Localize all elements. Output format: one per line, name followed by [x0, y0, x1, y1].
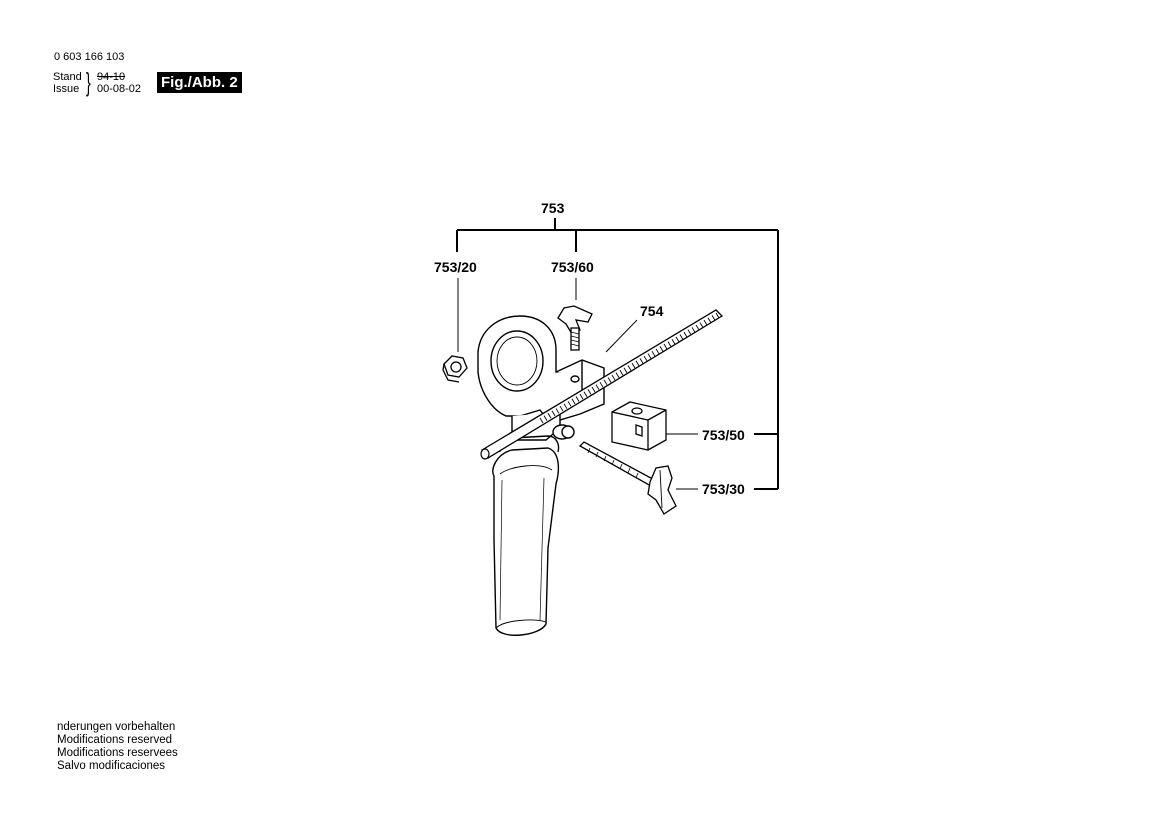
- threaded-rod-icon: [480, 309, 724, 460]
- callout-753-60: 753/60: [551, 259, 594, 275]
- hex-nut-icon: [442, 355, 468, 383]
- footer-note-en: Modifications reserved: [57, 734, 173, 746]
- callout-lines: [456, 218, 779, 490]
- part-number: 0 603 166 103: [54, 51, 125, 63]
- clamp-block-icon: [611, 401, 667, 451]
- callout-753-20: 753/20: [434, 259, 477, 275]
- side-handle-body: [477, 315, 605, 636]
- callout-753-50: 753/50: [702, 427, 745, 443]
- callout-753: 753: [541, 200, 565, 216]
- footer-note-de: nderungen vorbehalten: [57, 721, 176, 733]
- brace-icon: }: [86, 67, 91, 97]
- stand-value: 94-10: [97, 71, 126, 83]
- leader-lines: [457, 278, 698, 490]
- issue-value: 00-08-02: [97, 83, 142, 95]
- callout-753-30: 753/30: [702, 481, 745, 497]
- wing-bolt-icon: [557, 305, 593, 351]
- footer-note-fr: Modifications reservees: [57, 747, 178, 759]
- issue-label: Issue: [53, 83, 80, 95]
- callout-754: 754: [640, 303, 664, 319]
- wing-screw-icon: [578, 441, 677, 515]
- stand-label: Stand: [53, 71, 82, 83]
- footer-note-es: Salvo modificaciones: [57, 760, 166, 772]
- figure-label: Fig./Abb. 2: [157, 72, 242, 93]
